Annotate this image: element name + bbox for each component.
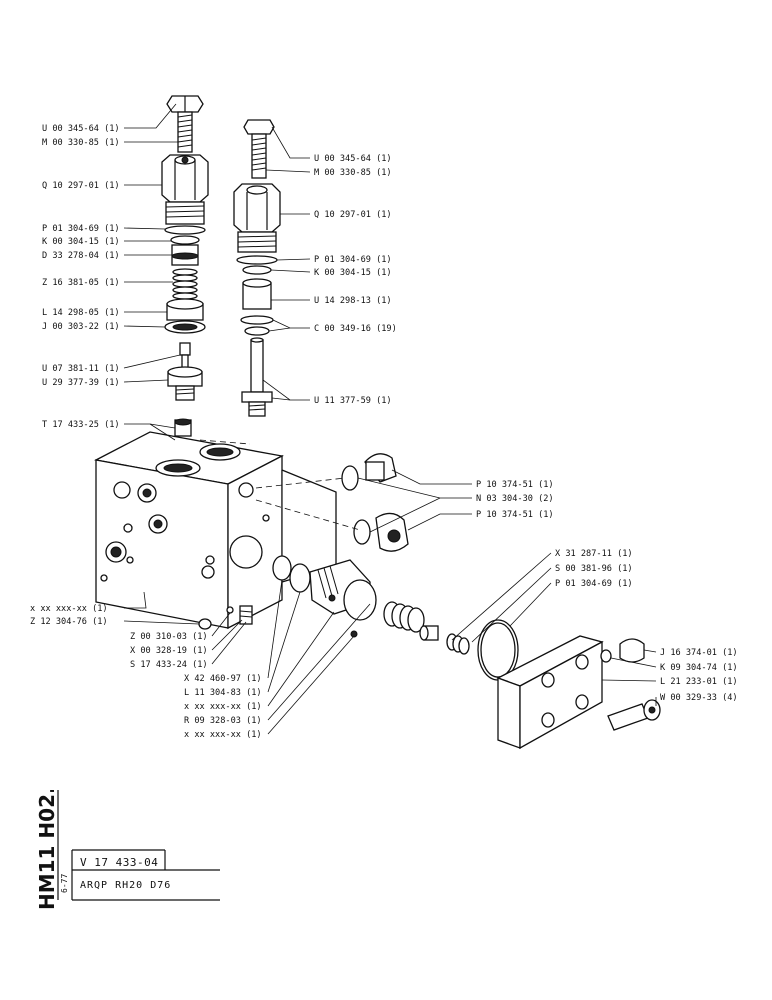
part-label: K 00 304-15 (1) [42,237,120,247]
part-label: x xx xxx-xx (1) [184,702,262,712]
part-label: T 17 433-25 (1) [42,420,120,430]
part-label: Q 10 297-01 (1) [42,181,120,191]
part-label: P 01 304-69 (1) [314,255,392,265]
left-valve-stack [161,95,209,437]
assembly-number: V 17 433-04 [80,856,159,869]
part-label: L 11 304-83 (1) [184,688,262,698]
part-labels: U 00 345-64 (1) M 00 330-85 (1) Q 10 297… [30,124,738,740]
part-label: Z 12 304-76 (1) [30,617,108,627]
part-label: x xx xxx-xx (1) [30,604,108,614]
part-label: U 07 381-11 (1) [42,364,120,374]
drawing-date-text: 6-77 [60,874,69,893]
part-label: U 11 377-59 (1) [314,396,392,406]
side-plugs [341,453,409,552]
part-label: J 16 374-01 (1) [660,648,738,658]
part-label: K 00 304-15 (1) [314,268,392,278]
part-label: S 00 381-96 (1) [555,564,633,574]
part-label: L 14 298-05 (1) [42,308,120,318]
cartridge-assembly [198,555,519,681]
part-label: U 29 377-39 (1) [42,378,120,388]
part-label: Z 16 381-05 (1) [42,278,120,288]
part-label: X 31 287-11 (1) [555,549,633,559]
part-label: x xx xxx-xx (1) [184,730,262,740]
part-label: J 00 303-22 (1) [42,322,120,332]
center-lines [199,439,361,531]
part-label: N 03 304-30 (2) [476,494,554,504]
part-label: K 09 304-74 (1) [660,663,738,673]
assembly-name: ARQP RH20 D76 [80,880,172,891]
part-label: P 10 374-51 (1) [476,510,554,520]
right-valve-stack [233,119,281,417]
cover-plate [496,635,661,750]
part-label: Z 00 310-03 (1) [130,632,208,642]
leader-lines [123,103,657,735]
part-label: P 01 304-69 (1) [42,224,120,234]
part-label: M 00 330-85 (1) [42,138,120,148]
part-label: P 10 374-51 (1) [476,480,554,490]
part-label: X 42 460-97 (1) [184,674,262,684]
part-label: Q 10 297-01 (1) [314,210,392,220]
part-label: R 09 328-03 (1) [184,716,262,726]
manifold-block [94,431,337,630]
part-label: L 21 233-01 (1) [660,677,738,687]
part-label: P 01 304-69 (1) [555,579,633,589]
part-label: C 00 349-16 (19) [314,324,397,334]
part-label: U 00 345-64 (1) [42,124,120,134]
part-label: S 17 433-24 (1) [130,660,208,670]
part-label: U 14 298-13 (1) [314,296,392,306]
title-block [57,790,220,901]
part-label: M 00 330-85 (1) [314,168,392,178]
part-label: X 00 328-19 (1) [130,646,208,656]
drawing-date: 6-77 [60,874,69,893]
drawing-code: HM11 H02.0 [35,790,59,910]
part-label: D 33 278-04 (1) [42,251,120,261]
part-label: W 00 329-33 (4) [660,693,738,703]
part-label: U 00 345-64 (1) [314,154,392,164]
drawing-code-text: HM11 H02.0 [35,790,59,910]
